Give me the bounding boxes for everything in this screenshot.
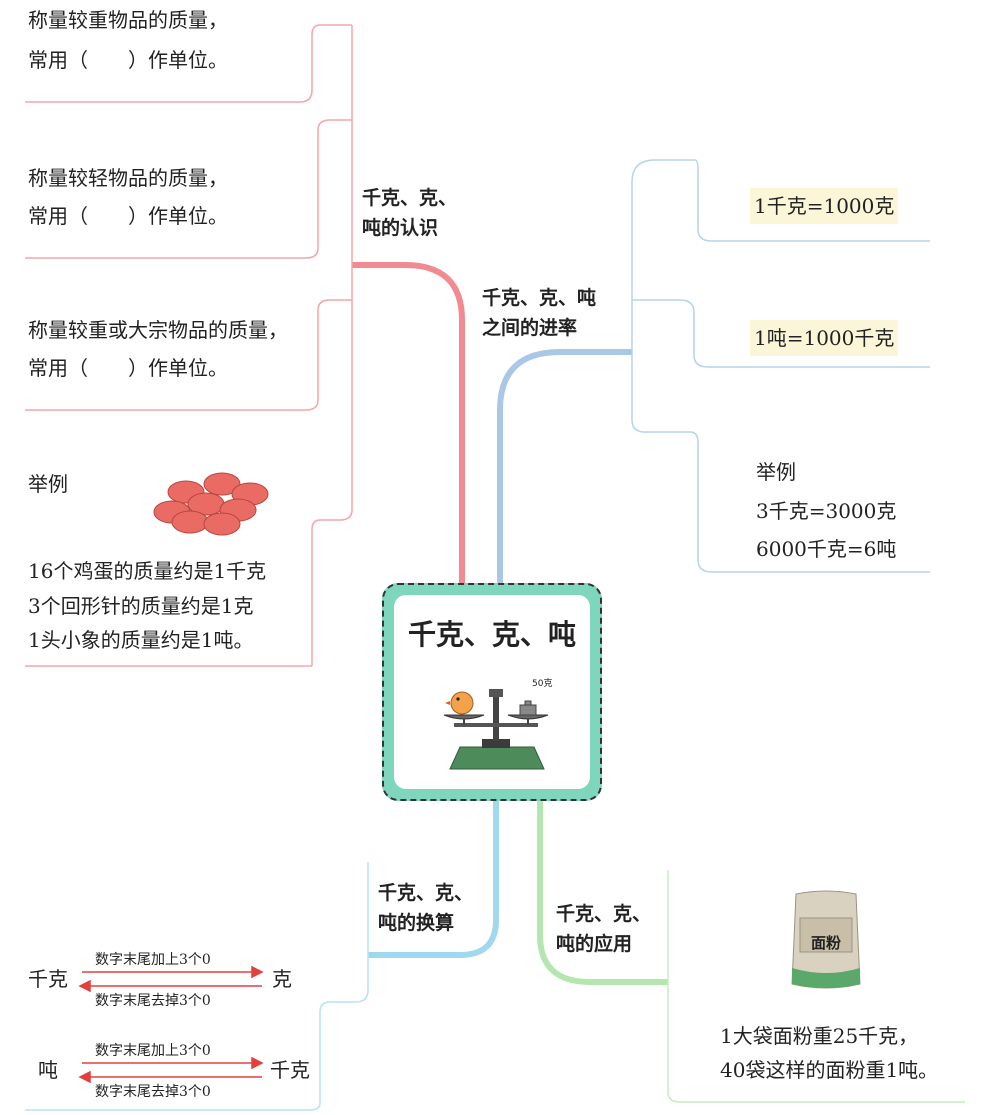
recognition-example-1: 16个鸡蛋的质量约是1千克 — [28, 553, 266, 589]
center-node: 千克、克、吨 50克 — [382, 583, 602, 801]
conversion-row2-right: 千克 — [270, 1052, 310, 1088]
recognition-item2-line1: 称量较轻物品的质量， — [28, 160, 228, 196]
branch-label-conversion-line2: 吨的换算 — [378, 908, 454, 938]
eggs-illustration — [150, 470, 275, 540]
conversion-arrows — [80, 967, 262, 1082]
conversion-row1-top: 数字末尾加上3个0 — [95, 952, 211, 968]
conversion-row1-left: 千克 — [28, 961, 68, 997]
recognition-example-2: 3个回形针的质量约是1克 — [28, 588, 253, 624]
conversion-row2-top: 数字末尾加上3个0 — [95, 1043, 211, 1059]
recognition-example-label: 举例 — [28, 466, 68, 502]
recognition-item3-line2: 常用（ ）作单位。 — [28, 350, 228, 386]
balance-scale-illustration — [438, 677, 554, 773]
branch-label-application-line1: 千克、克、 — [556, 899, 651, 929]
application-text-line2: 40袋这样的面粉重1吨。 — [720, 1052, 938, 1088]
application-text-line1: 1大袋面粉重25千克， — [720, 1018, 918, 1054]
recognition-item2-line2: 常用（ ）作单位。 — [28, 198, 228, 234]
branch-label-rates-line1: 千克、克、吨 — [482, 283, 596, 313]
branch-label-conversion-line1: 千克、克、 — [378, 878, 473, 908]
rates-example-2: 6000千克=6吨 — [756, 531, 896, 567]
flour-bag-label: 面粉 — [790, 933, 862, 953]
recognition-item1-line1: 称量较重物品的质量， — [28, 2, 228, 38]
recognition-example-3: 1头小象的质量约是1吨。 — [28, 622, 253, 658]
rates-example-1: 3千克=3000克 — [756, 493, 896, 529]
branch-label-rates-line2: 之间的进率 — [482, 313, 577, 343]
conversion-row2-left: 吨 — [38, 1052, 58, 1088]
conversion-row2-bottom: 数字末尾去掉3个0 — [95, 1084, 211, 1100]
rates-fact1: 1千克=1000克 — [750, 188, 898, 224]
scale-weight-label: 50克 — [532, 679, 552, 689]
center-node-inner: 千克、克、吨 50克 — [394, 595, 590, 789]
branch-label-recognition-line2: 吨的认识 — [362, 213, 438, 243]
rates-example-label: 举例 — [756, 454, 796, 490]
recognition-item3-line1: 称量较重或大宗物品的质量， — [28, 312, 288, 348]
branch-label-recognition-line1: 千克、克、 — [362, 183, 457, 213]
center-title: 千克、克、吨 — [394, 613, 590, 653]
rates-fact2: 1吨=1000千克 — [750, 320, 898, 356]
recognition-item1-line2: 常用（ ）作单位。 — [28, 42, 228, 78]
red-main-branch — [352, 265, 462, 583]
branch-label-application-line2: 吨的应用 — [556, 929, 632, 959]
blue-main-branch — [500, 352, 632, 583]
conversion-row1-right: 克 — [272, 961, 292, 997]
conversion-row1-bottom: 数字末尾去掉3个0 — [95, 993, 211, 1009]
flour-bag-illustration: 面粉 — [790, 888, 862, 992]
